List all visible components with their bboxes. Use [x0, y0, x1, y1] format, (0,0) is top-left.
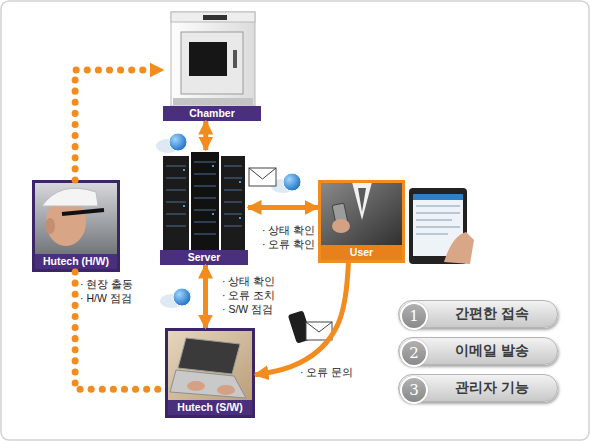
photo-background	[167, 330, 253, 404]
user-node: User	[318, 180, 405, 263]
chamber-illustration	[171, 12, 255, 106]
cloud-globe-icon	[160, 288, 191, 308]
node-title: Chamber	[189, 108, 235, 119]
feature-pill: 2이메일 발송	[398, 337, 558, 365]
chamber-top	[171, 12, 255, 22]
feature-text: 간편한 접속	[433, 301, 551, 327]
label-bar: Hutech (H/W)	[35, 254, 117, 269]
envelope	[249, 168, 276, 186]
user-photo	[320, 182, 403, 247]
feature-text: 관리자 기능	[433, 375, 551, 401]
developer-node: Hutech (S/W)	[165, 328, 255, 418]
screen-rows	[416, 206, 460, 234]
server-leds	[183, 165, 241, 219]
server-rack	[191, 152, 219, 250]
chamber-body	[171, 12, 255, 106]
feature-pill: 1간편한 접속	[398, 300, 558, 328]
envelope	[306, 322, 332, 340]
chamber-door	[181, 32, 243, 94]
node-title: Hutech (S/W)	[177, 402, 242, 413]
hand	[187, 381, 205, 391]
envelope-flap	[306, 322, 332, 332]
technician-node: Hutech (H/W)	[32, 180, 120, 272]
feature-text: 이메일 발송	[433, 338, 551, 364]
globe	[173, 288, 191, 306]
annotation-text: · 현장 출동	[80, 278, 133, 291]
chamber-node: Chamber	[163, 8, 261, 121]
annotation-text: · 오류 문의	[300, 366, 353, 379]
server-rack	[163, 156, 189, 250]
feature-pill: 3관리자 기능	[398, 374, 558, 402]
annotation-text: · 상태 확인	[222, 275, 275, 288]
label-bar: Hutech (S/W)	[168, 400, 252, 415]
node-title: User	[350, 247, 373, 258]
chamber-base	[173, 98, 253, 105]
arrow-connector	[203, 121, 208, 150]
server-rack	[221, 156, 245, 250]
server-slots	[166, 162, 242, 234]
callout-number: 2	[400, 339, 428, 367]
annotation-text: · 오류 조치	[222, 289, 275, 302]
safety-glasses	[62, 210, 104, 214]
laptop-screen	[178, 338, 240, 374]
hard-hat	[42, 188, 98, 206]
chamber-window	[189, 42, 227, 76]
arrow-connector	[248, 205, 318, 210]
label-bar: Server	[160, 250, 248, 265]
screen-header	[413, 194, 463, 200]
callout-number: 3	[400, 376, 428, 404]
server-illustration	[163, 152, 245, 250]
chamber-panel	[203, 15, 227, 20]
server-node: Server	[160, 150, 248, 265]
node-title: Hutech (H/W)	[43, 256, 109, 267]
arrow-connector	[203, 265, 208, 328]
globe	[283, 173, 301, 191]
dotted-connector	[75, 70, 163, 180]
shirt	[352, 182, 372, 220]
annotation-text: · 상태 확인	[262, 224, 315, 237]
callout-number: 1	[400, 302, 428, 330]
ear	[45, 218, 55, 234]
hand	[217, 385, 235, 395]
phone-mail-icon	[288, 310, 332, 343]
developer-photo	[167, 330, 253, 404]
label-bar: User	[321, 245, 402, 260]
tie	[358, 188, 366, 212]
photo-background	[34, 182, 118, 256]
laptop-keyboard	[170, 370, 246, 398]
arrow-connector	[255, 263, 348, 375]
annotation-text: · 오류 확인	[262, 238, 315, 251]
node-title: Server	[188, 252, 221, 263]
cloud-globe-icon	[156, 133, 187, 153]
envelope-icon	[249, 168, 276, 186]
technician-photo	[34, 182, 118, 256]
hand	[332, 219, 350, 233]
envelope-flap	[249, 168, 276, 179]
dotted-connector	[75, 272, 165, 389]
chamber-handle	[233, 50, 237, 68]
globe	[169, 133, 187, 151]
hand	[444, 232, 474, 264]
photo-background	[320, 182, 403, 247]
label-bar: Chamber	[163, 106, 261, 121]
annotation-text: · H/W 점검	[80, 292, 132, 305]
tablet-illustration	[409, 188, 474, 264]
annotation-text: · S/W 점검	[222, 303, 273, 316]
